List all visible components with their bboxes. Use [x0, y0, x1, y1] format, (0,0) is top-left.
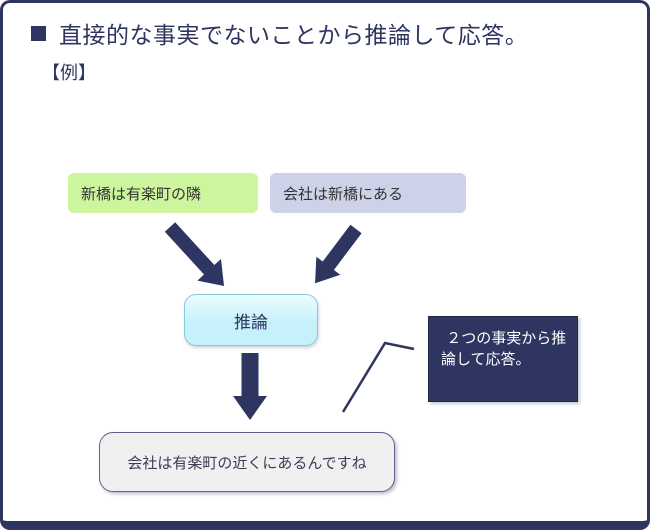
callout-leader-line [341, 341, 415, 413]
callout-note: ２つの事実から推論して応答。 [428, 316, 578, 402]
slide-title: 直接的な事実でないことから推論して応答。 [59, 22, 529, 48]
arrow-down-icon [233, 353, 267, 420]
slide-title-row: 直接的な事実でないことから推論して応答。 [31, 16, 528, 50]
arrow-down-right-icon [164, 222, 225, 286]
conclusion-box: 会社は有楽町の近くにあるんですね [99, 432, 395, 492]
arrow-down-left-icon [315, 224, 362, 284]
fact-box-company: 会社は新橋にある [270, 173, 466, 213]
inference-box: 推論 [184, 294, 318, 346]
fact-box-shimbashi: 新橋は有楽町の隣 [68, 173, 258, 213]
example-label: 【例】 [42, 63, 96, 83]
bullet-square-icon [31, 25, 46, 41]
